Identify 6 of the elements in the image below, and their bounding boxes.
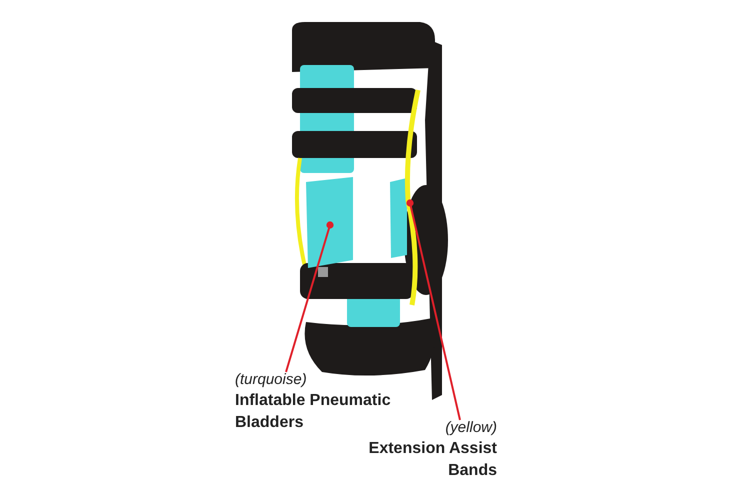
color-note: (turquoise) bbox=[235, 370, 308, 390]
part-label: Extension Assist Bands bbox=[368, 439, 497, 481]
leader-line bbox=[285, 221, 334, 372]
part-label: Inflatable Pneumatic Bladders bbox=[235, 391, 392, 433]
leader-line bbox=[406, 199, 461, 420]
color-note: (yellow) bbox=[444, 418, 497, 438]
